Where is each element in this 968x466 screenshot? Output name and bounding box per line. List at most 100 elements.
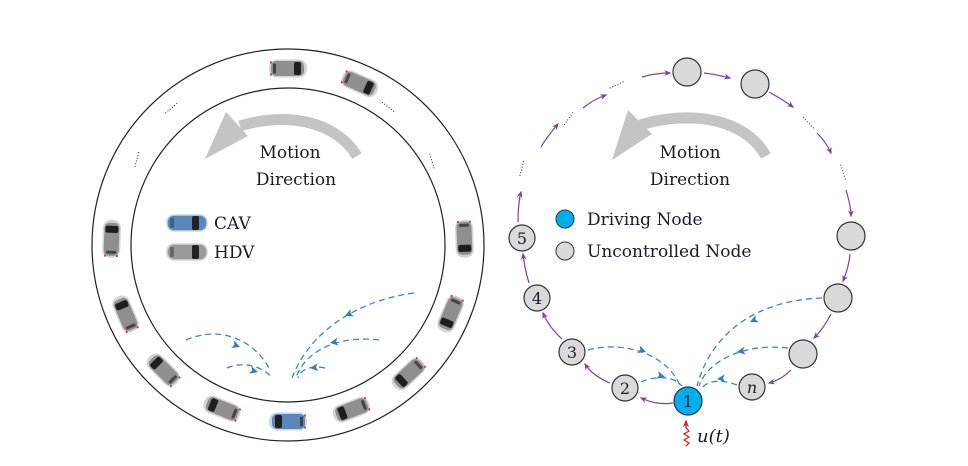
legend-cav: CAV [166,214,251,234]
node-circle [740,69,770,99]
ring-outer-edge [91,48,485,442]
feedback-link [297,366,326,379]
ring-inner-edge [130,87,446,403]
hdv-vehicle-icon [203,395,242,422]
ellipsis-dots: ...... [161,98,181,117]
motion-label: Motion [659,143,720,163]
feedback-link [226,364,273,379]
nodes: 1 2 3 4 5 n [508,57,866,416]
input-signal: u(t) [682,419,730,447]
feedback-link [185,333,271,371]
flow-link [767,369,792,385]
hdv-vehicle-icon [146,353,181,388]
flow-link [542,311,563,340]
feedback-link [640,376,683,387]
feedback-arrowheads-left [231,308,354,374]
hdv-vehicle-icon [340,70,379,98]
flow-link [516,190,523,223]
flow-link [584,362,611,384]
hdv-vehicle-icon [102,219,121,258]
driving-node: 1 [673,386,703,416]
hdv-vehicle-icon [455,219,474,258]
flow-link [842,253,851,283]
input-signal-squiggle-icon [682,419,691,447]
ellipsis-dots: ...... [128,149,142,168]
flow-link [540,122,559,148]
node-circle [672,57,702,87]
hdv-vehicle-icon [437,294,464,333]
uncontrolled-node: 3 [558,338,586,366]
network-graph-panel: Motion Direction Driving Node Uncontroll… [508,57,866,447]
feedback-link [587,346,681,387]
legend-driving-label: Driving Node [587,210,703,230]
input-signal-label: u(t) [697,426,730,447]
node-circle [523,284,551,312]
feedback-links-right [587,297,823,389]
ellipsis-dots: ...... [837,162,852,182]
flow-link [641,70,672,78]
ellipsis-dots: ...... [606,75,626,91]
uncontrolled-node: 4 [523,284,551,312]
ellipsis-dots: ...... [513,158,527,177]
node-circle [738,373,766,401]
uncontrolled-node [740,69,770,99]
motion-direction-arrow [205,112,362,160]
node-circle [788,339,818,369]
flow-link [582,94,608,109]
node-circle [558,338,586,366]
flow-link [812,313,832,340]
node-circle [823,283,853,313]
node-label: 4 [532,289,542,308]
flow-link [703,72,732,80]
hdv-vehicle-icon [332,396,371,423]
feedback-arrowheads-right [637,314,759,383]
feedback-link [295,338,380,379]
uncontrolled-node-legend-icon [555,241,575,261]
node-label: 3 [567,343,577,362]
legend-driving-node: Driving Node [555,209,703,230]
flow-link [520,252,530,284]
ellipsis-dots: ...... [558,108,576,128]
driving-node-legend-icon [555,209,575,229]
motion-label: Motion [259,143,320,163]
node-label: 2 [620,379,630,398]
flow-link [768,91,795,108]
legend-uncontrolled-label: Uncontrolled Node [587,242,751,262]
legend-hdv: HDV [166,243,255,263]
flow-link [639,397,674,405]
motion-direction-arrow [612,110,771,160]
uncontrolled-node [672,57,702,87]
uncontrolled-node [836,221,866,251]
ellipsis-dots: ...... [379,96,399,115]
node-circle [611,374,639,402]
ellipsis-dots: ...... [426,151,441,170]
feedback-links-left [185,292,415,379]
cav-legend-icon [166,214,208,232]
feedback-link [701,380,738,389]
uncontrolled-node: 2 [611,374,639,402]
ring-road-panel: Motion Direction ...... ...... ...... ..… [91,48,485,442]
feedback-link [291,292,415,379]
hdv-legend-icon [166,243,208,261]
flow-links [516,70,854,405]
flow-link [845,189,854,218]
node-label: 1 [683,392,693,411]
direction-label: Direction [256,170,336,190]
cav-vehicle-icon [269,412,307,431]
legend-cav-label: CAV [214,214,251,234]
node-circle [673,386,703,416]
uncontrolled-node: 5 [508,224,536,252]
legend-uncontrolled-node: Uncontrolled Node [555,241,751,262]
hdv-vehicle-icon [112,295,139,334]
flow-link [816,132,832,155]
feedback-link [698,346,789,387]
uncontrolled-node [823,283,853,313]
node-label: n [747,378,757,397]
hdv-vehicle-icon [269,59,307,78]
legend-hdv-label: HDV [214,243,255,263]
hdv-vehicle-icon [391,356,427,391]
feedback-link [696,297,823,387]
node-circle [508,224,536,252]
uncontrolled-node: n [738,373,766,401]
